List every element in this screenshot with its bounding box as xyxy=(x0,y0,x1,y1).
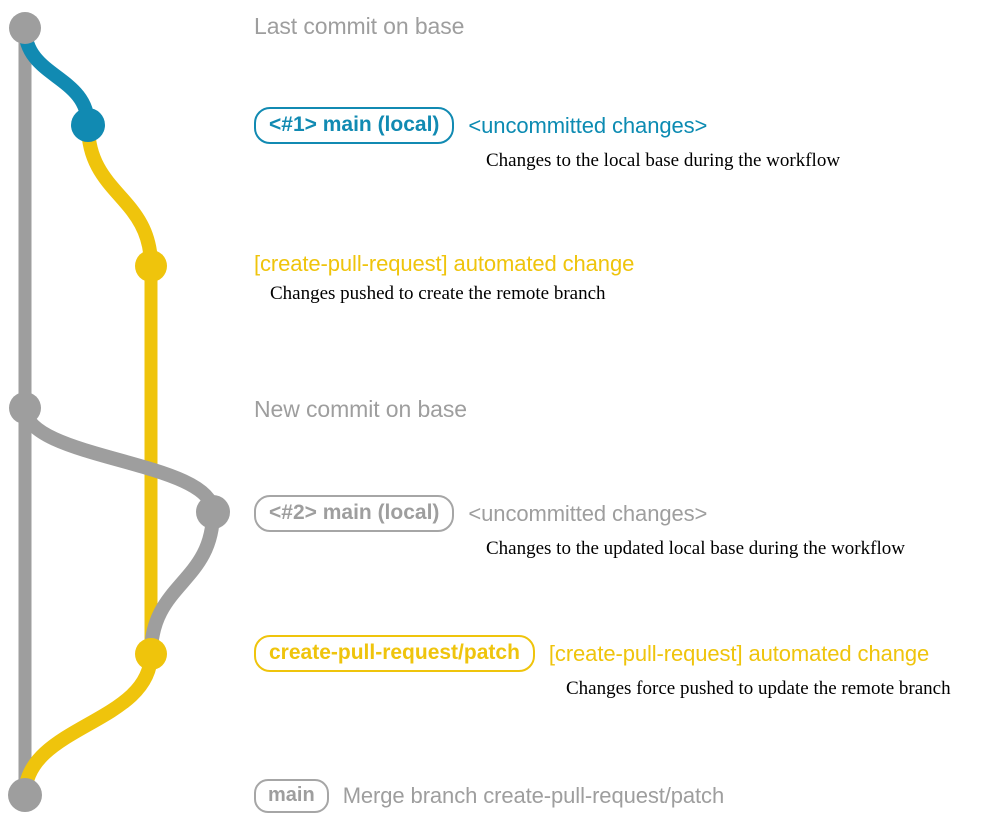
commit-node-local-1[interactable] xyxy=(71,108,105,142)
commit-node-local-2[interactable] xyxy=(196,495,230,529)
commit-subject: <uncommitted changes> xyxy=(468,500,708,526)
commit-row-automated-2: create-pull-request/patch [create-pull-r… xyxy=(254,635,951,700)
commit-subject: [create-pull-request] automated change xyxy=(254,251,635,276)
commit-subject: [create-pull-request] automated change xyxy=(548,640,930,666)
commit-subject: New commit on base xyxy=(254,396,467,422)
branch-label-main[interactable]: main xyxy=(254,779,329,813)
commit-row-local-1: <#1> main (local) <uncommitted changes> … xyxy=(254,107,840,172)
commit-subject: <uncommitted changes> xyxy=(468,112,708,138)
commit-node-base-last[interactable] xyxy=(9,12,41,44)
edge-local-branch-from-base xyxy=(18,21,95,132)
commit-row-new-commit-on-base: New commit on base xyxy=(254,396,467,423)
commit-node-remote-1[interactable] xyxy=(135,250,167,282)
edge-updated-local-from-base xyxy=(18,401,220,519)
commit-row-merge: main Merge branch create-pull-request/pa… xyxy=(254,779,724,813)
branch-label-create-pull-request-patch[interactable]: create-pull-request/patch xyxy=(254,635,535,673)
commit-subject: Last commit on base xyxy=(254,13,465,39)
commit-description: Changes force pushed to update the remot… xyxy=(566,678,951,700)
commit-node-merge[interactable] xyxy=(8,778,42,812)
commit-row-automated-1: [create-pull-request] automated change C… xyxy=(254,251,634,305)
edge-updated-local-to-remote xyxy=(144,505,220,661)
edge-remote-merge-to-base xyxy=(18,647,158,802)
commit-subject: Merge branch create-pull-request/patch xyxy=(342,783,725,808)
commit-description: Changes to the updated local base during… xyxy=(486,538,905,560)
commit-node-remote-2[interactable] xyxy=(135,638,167,670)
commit-row-local-2: <#2> main (local) <uncommitted changes> … xyxy=(254,495,905,560)
commit-description: Changes to the local base during the wor… xyxy=(486,150,841,172)
branch-label-main-local-1[interactable]: <#1> main (local) xyxy=(254,107,455,145)
commit-row-last-commit-on-base: Last commit on base xyxy=(254,13,464,40)
commit-node-base-new[interactable] xyxy=(9,392,41,424)
edge-remote-from-local-1 xyxy=(81,118,158,273)
commit-description: Changes pushed to create the remote bran… xyxy=(270,283,606,304)
branch-label-main-local-2[interactable]: <#2> main (local) xyxy=(254,495,455,533)
